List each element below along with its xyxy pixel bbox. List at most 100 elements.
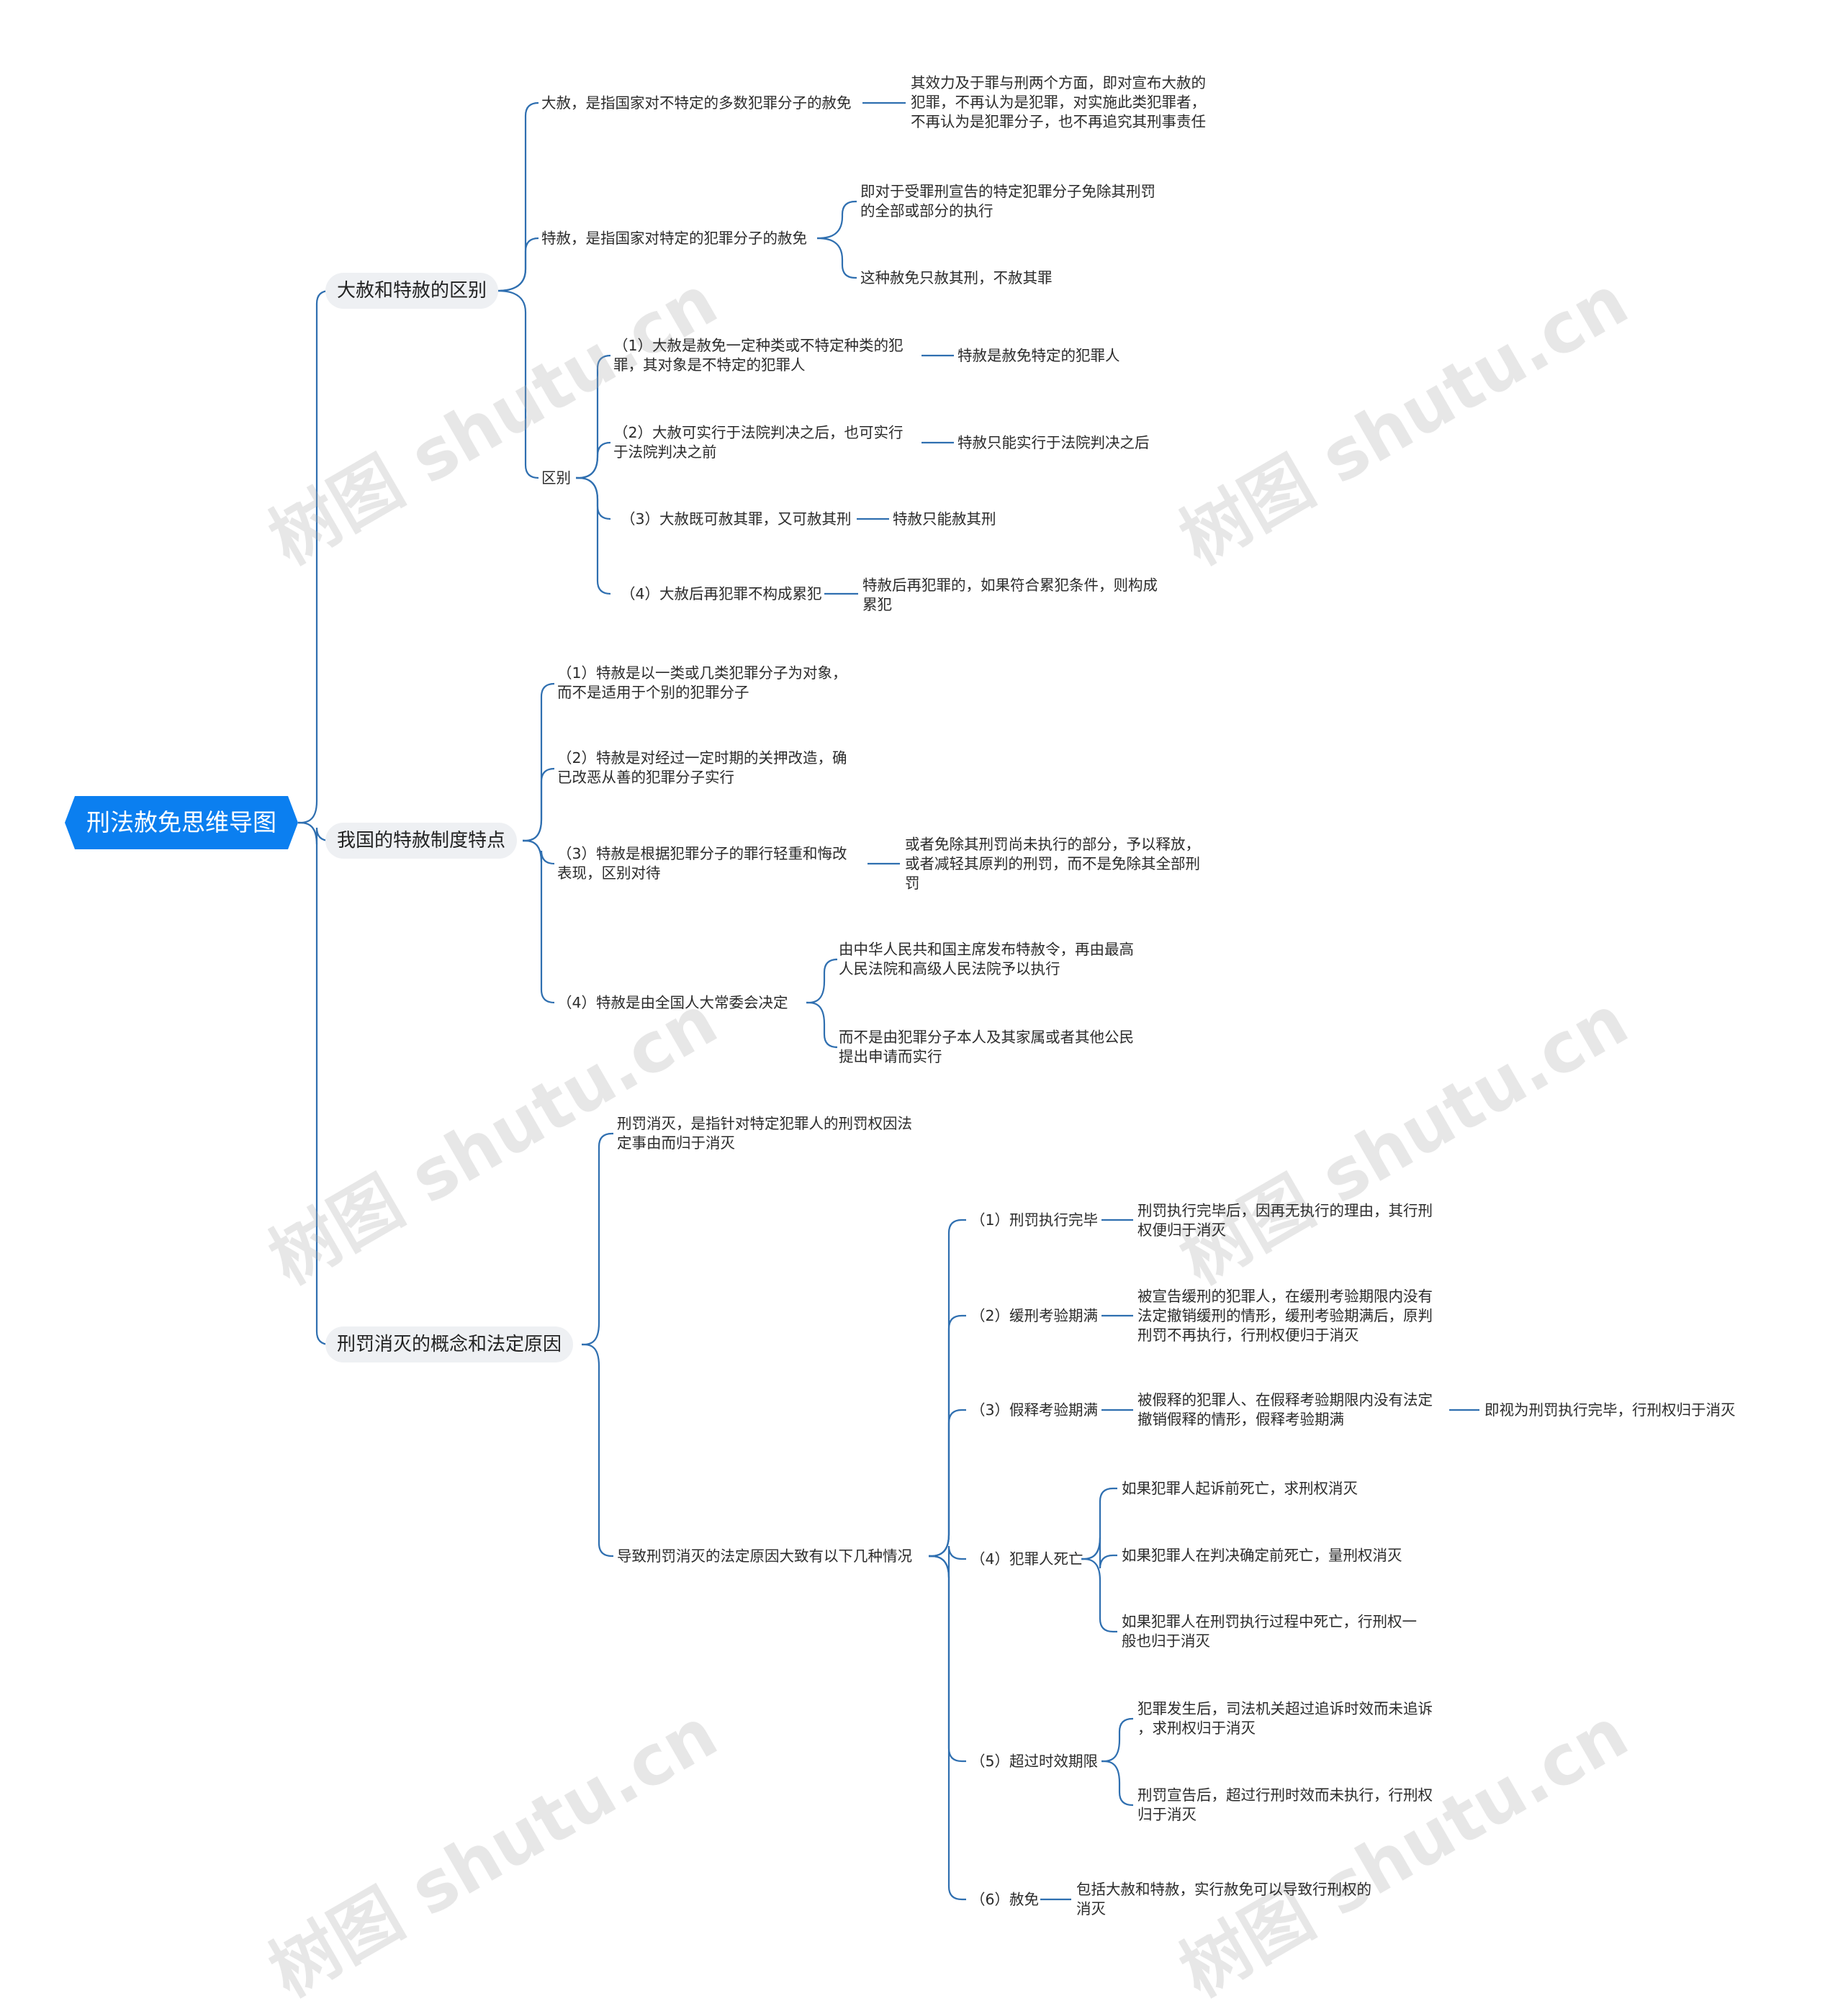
topic-node[interactable]: 这种赦免只赦其刑，不赦其罪 bbox=[860, 269, 1053, 286]
topic-line: 累犯 bbox=[862, 596, 892, 613]
connector-line bbox=[928, 1555, 966, 1763]
connector-line bbox=[928, 1219, 966, 1558]
topic-line: 或者减轻其原判的刑罚，而不是免除其全部刑 bbox=[905, 855, 1200, 872]
connector-line bbox=[1101, 1717, 1133, 1763]
topic-line: （3）特赦是根据犯罪分子的罪行轻重和悔改 bbox=[557, 845, 847, 862]
topic-line: 已改恶从善的犯罪分子实行 bbox=[557, 769, 734, 786]
connector-line bbox=[581, 1132, 613, 1346]
topic-node[interactable]: 犯罪发生后，司法机关超过追诉时效而未追诉 ，求刑权归于消灭 bbox=[1137, 1699, 1433, 1738]
connector-line bbox=[522, 682, 555, 842]
topic-node[interactable]: （2）大赦可实行于法院判决之后，也可实行 于法院判决之前 bbox=[613, 423, 904, 462]
connector-line bbox=[928, 1555, 966, 1901]
topic-node[interactable]: 特赦后再犯罪的，如果符合累犯条件，则构成 累犯 bbox=[862, 576, 1158, 615]
connector-line bbox=[928, 1314, 966, 1558]
connector-line bbox=[816, 237, 857, 279]
connector-line bbox=[575, 476, 611, 595]
topic-node[interactable]: 如果犯罪人起诉前死亡，求刑权消灭 bbox=[1122, 1480, 1358, 1497]
topic-node[interactable]: 特赦，是指国家对特定的犯罪分子的赦免 bbox=[541, 230, 807, 247]
topic-node[interactable]: （1）大赦是赦免一定种类或不特定种类的犯 罪，其对象是不特定的犯罪人 bbox=[613, 336, 904, 375]
branch-topic[interactable]: 我国的特赦制度特点 bbox=[325, 823, 518, 859]
topic-node[interactable]: （4）犯罪人死亡 bbox=[970, 1550, 1083, 1568]
topic-line: 罚 bbox=[905, 874, 920, 892]
topic-line: （1）大赦是赦免一定种类或不特定种类的犯 bbox=[613, 337, 904, 354]
connector-line bbox=[297, 289, 330, 824]
topic-line: 特赦后再犯罪的，如果符合累犯条件，则构成 bbox=[862, 577, 1158, 594]
topic-node[interactable]: （5）超过时效期限 bbox=[970, 1753, 1099, 1770]
connector-line bbox=[496, 289, 539, 479]
topic-node[interactable]: （4）特赦是由全国人大常委会决定 bbox=[557, 994, 788, 1011]
topic-line: （2）大赦可实行于法院判决之后，也可实行 bbox=[613, 424, 904, 441]
connector-line bbox=[928, 1409, 966, 1558]
topic-line: 刑罚执行完毕后，因再无执行的理由，其行刑 bbox=[1137, 1202, 1433, 1219]
topic-node[interactable]: 或者免除其刑罚尚未执行的部分，予以释放， 或者减轻其原判的刑罚，而不是免除其全部… bbox=[905, 835, 1200, 893]
topic-line: 定事由而归于消灭 bbox=[617, 1134, 735, 1152]
branch-topic[interactable]: 大赦和特赦的区别 bbox=[325, 273, 499, 309]
connector-line bbox=[496, 101, 539, 292]
connector-line bbox=[575, 441, 611, 479]
connector-line bbox=[806, 958, 838, 1004]
topic-node[interactable]: 如果犯罪人在刑罚执行过程中死亡，行刑权一 般也归于消灭 bbox=[1122, 1612, 1417, 1651]
topic-node[interactable]: 包括大赦和特赦，实行赦免可以导致行刑权的 消灭 bbox=[1076, 1880, 1371, 1919]
topic-node[interactable]: 特赦只能实行于法院判决之后 bbox=[957, 434, 1150, 451]
topic-node[interactable]: 而不是由犯罪分子本人及其家属或者其他公民 提出申请而实行 bbox=[839, 1028, 1134, 1067]
topic-line: （1）特赦是以一类或几类犯罪分子为对象， bbox=[557, 664, 847, 682]
topic-line: 不再认为是犯罪分子，也不再追究其刑事责任 bbox=[911, 113, 1206, 130]
topic-line: 或者免除其刑罚尚未执行的部分，予以释放， bbox=[905, 836, 1200, 853]
topic-node[interactable]: （4）大赦后再犯罪不构成累犯 bbox=[621, 585, 822, 602]
branch-topic[interactable]: 刑罚消灭的概念和法定原因 bbox=[325, 1326, 574, 1362]
topic-line: 即对于受罪刑宣告的特定犯罪分子免除其刑罚 bbox=[860, 183, 1155, 200]
connector-line bbox=[522, 839, 555, 1004]
topic-node[interactable]: 区别 bbox=[541, 469, 571, 487]
topic-node[interactable]: 导致刑罚消灭的法定原因大致有以下几种情况 bbox=[617, 1547, 912, 1565]
topic-line: 归于消灭 bbox=[1137, 1806, 1197, 1823]
topic-node[interactable]: （2）缓刑考验期满 bbox=[970, 1307, 1099, 1324]
topic-line: 于法院判决之前 bbox=[613, 443, 717, 461]
connector-line bbox=[496, 237, 539, 292]
topic-node[interactable]: 如果犯罪人在判决确定前死亡，量刑权消灭 bbox=[1122, 1547, 1402, 1564]
topic-line: 法定撤销缓刑的情形，缓刑考验期满后，原判 bbox=[1137, 1307, 1433, 1324]
topic-node[interactable]: （3）特赦是根据犯罪分子的罪行轻重和悔改 表现，区别对待 bbox=[557, 844, 847, 883]
topic-node[interactable]: 大赦，是指国家对不特定的多数犯罪分子的赦免 bbox=[541, 94, 852, 112]
topic-node[interactable]: （3）大赦既可赦其罪，又可赦其刑 bbox=[621, 510, 852, 528]
connector-line bbox=[581, 1343, 613, 1558]
topic-node[interactable]: 特赦只能赦其刑 bbox=[893, 510, 996, 528]
topic-line: 犯罪，不再认为是犯罪，对实施此类犯罪者， bbox=[911, 94, 1206, 111]
topic-node[interactable]: 被假释的犯罪人、在假释考验期限内没有法定 撤销假释的情形，假释考验期满 bbox=[1137, 1391, 1433, 1429]
connector-line bbox=[1081, 1558, 1117, 1633]
topic-node[interactable]: 被宣告缓刑的犯罪人，在缓刑考验期限内没有 法定撤销缓刑的情形，缓刑考验期满后，原… bbox=[1137, 1287, 1433, 1345]
connector-line bbox=[522, 839, 555, 865]
topic-line: 犯罪发生后，司法机关超过追诉时效而未追诉 bbox=[1137, 1700, 1433, 1717]
topic-line: 提出申请而实行 bbox=[839, 1048, 942, 1065]
topic-node[interactable]: 刑罚消灭，是指针对特定犯罪人的刑罚权因法 定事由而归于消灭 bbox=[617, 1114, 912, 1153]
connector-line bbox=[806, 1001, 838, 1049]
topic-node[interactable]: 其效力及于罪与刑两个方面，即对宣布大赦的 犯罪，不再认为是犯罪，对实施此类犯罪者… bbox=[911, 73, 1206, 132]
topic-line: 包括大赦和特赦，实行赦免可以导致行刑权的 bbox=[1076, 1881, 1371, 1898]
topic-line: ，求刑权归于消灭 bbox=[1137, 1719, 1256, 1737]
topic-node[interactable]: （1）特赦是以一类或几类犯罪分子为对象， 而不是适用于个别的犯罪分子 bbox=[557, 664, 847, 702]
topic-node[interactable]: （6）赦免 bbox=[970, 1891, 1040, 1908]
topic-line: 的全部或部分的执行 bbox=[860, 202, 993, 220]
topic-line: 刑罚宣告后，超过行刑时效而未执行，行刑权 bbox=[1137, 1786, 1433, 1804]
topic-node[interactable]: 即对于受罪刑宣告的特定犯罪分子免除其刑罚 的全部或部分的执行 bbox=[860, 182, 1155, 221]
topic-node[interactable]: （2）特赦是对经过一定时期的关押改造，确 已改恶从善的犯罪分子实行 bbox=[557, 749, 847, 787]
topic-node[interactable]: （1）刑罚执行完毕 bbox=[970, 1211, 1099, 1229]
topic-node[interactable]: 特赦是赦免特定的犯罪人 bbox=[957, 347, 1120, 364]
topic-line: 撤销假释的情形，假释考验期满 bbox=[1137, 1411, 1344, 1428]
connector-line bbox=[522, 767, 555, 842]
topic-node[interactable]: 由中华人民共和国主席发布特赦令，再由最高 人民法院和高级人民法院予以执行 bbox=[839, 940, 1134, 979]
topic-node[interactable]: 即视为刑罚执行完毕，行刑权归于消灭 bbox=[1484, 1401, 1736, 1419]
topic-line: 由中华人民共和国主席发布特赦令，再由最高 bbox=[839, 941, 1134, 958]
connector-line bbox=[575, 354, 611, 479]
root-topic[interactable]: 刑法赦免思维导图 bbox=[65, 796, 298, 849]
topic-line: 而不是适用于个别的犯罪分子 bbox=[557, 684, 749, 701]
topic-node[interactable]: （3）假释考验期满 bbox=[970, 1401, 1099, 1419]
topic-line: 罪，其对象是不特定的犯罪人 bbox=[613, 356, 806, 374]
topic-line: 般也归于消灭 bbox=[1122, 1632, 1210, 1650]
topic-line: 如果犯罪人在刑罚执行过程中死亡，行刑权一 bbox=[1122, 1613, 1417, 1630]
topic-node[interactable]: 刑罚执行完毕后，因再无执行的理由，其行刑 权便归于消灭 bbox=[1137, 1201, 1433, 1240]
connector-line bbox=[297, 821, 330, 1346]
topic-node[interactable]: 刑罚宣告后，超过行刑时效而未执行，行刑权 归于消灭 bbox=[1137, 1786, 1433, 1825]
topic-line: （2）特赦是对经过一定时期的关押改造，确 bbox=[557, 749, 847, 767]
